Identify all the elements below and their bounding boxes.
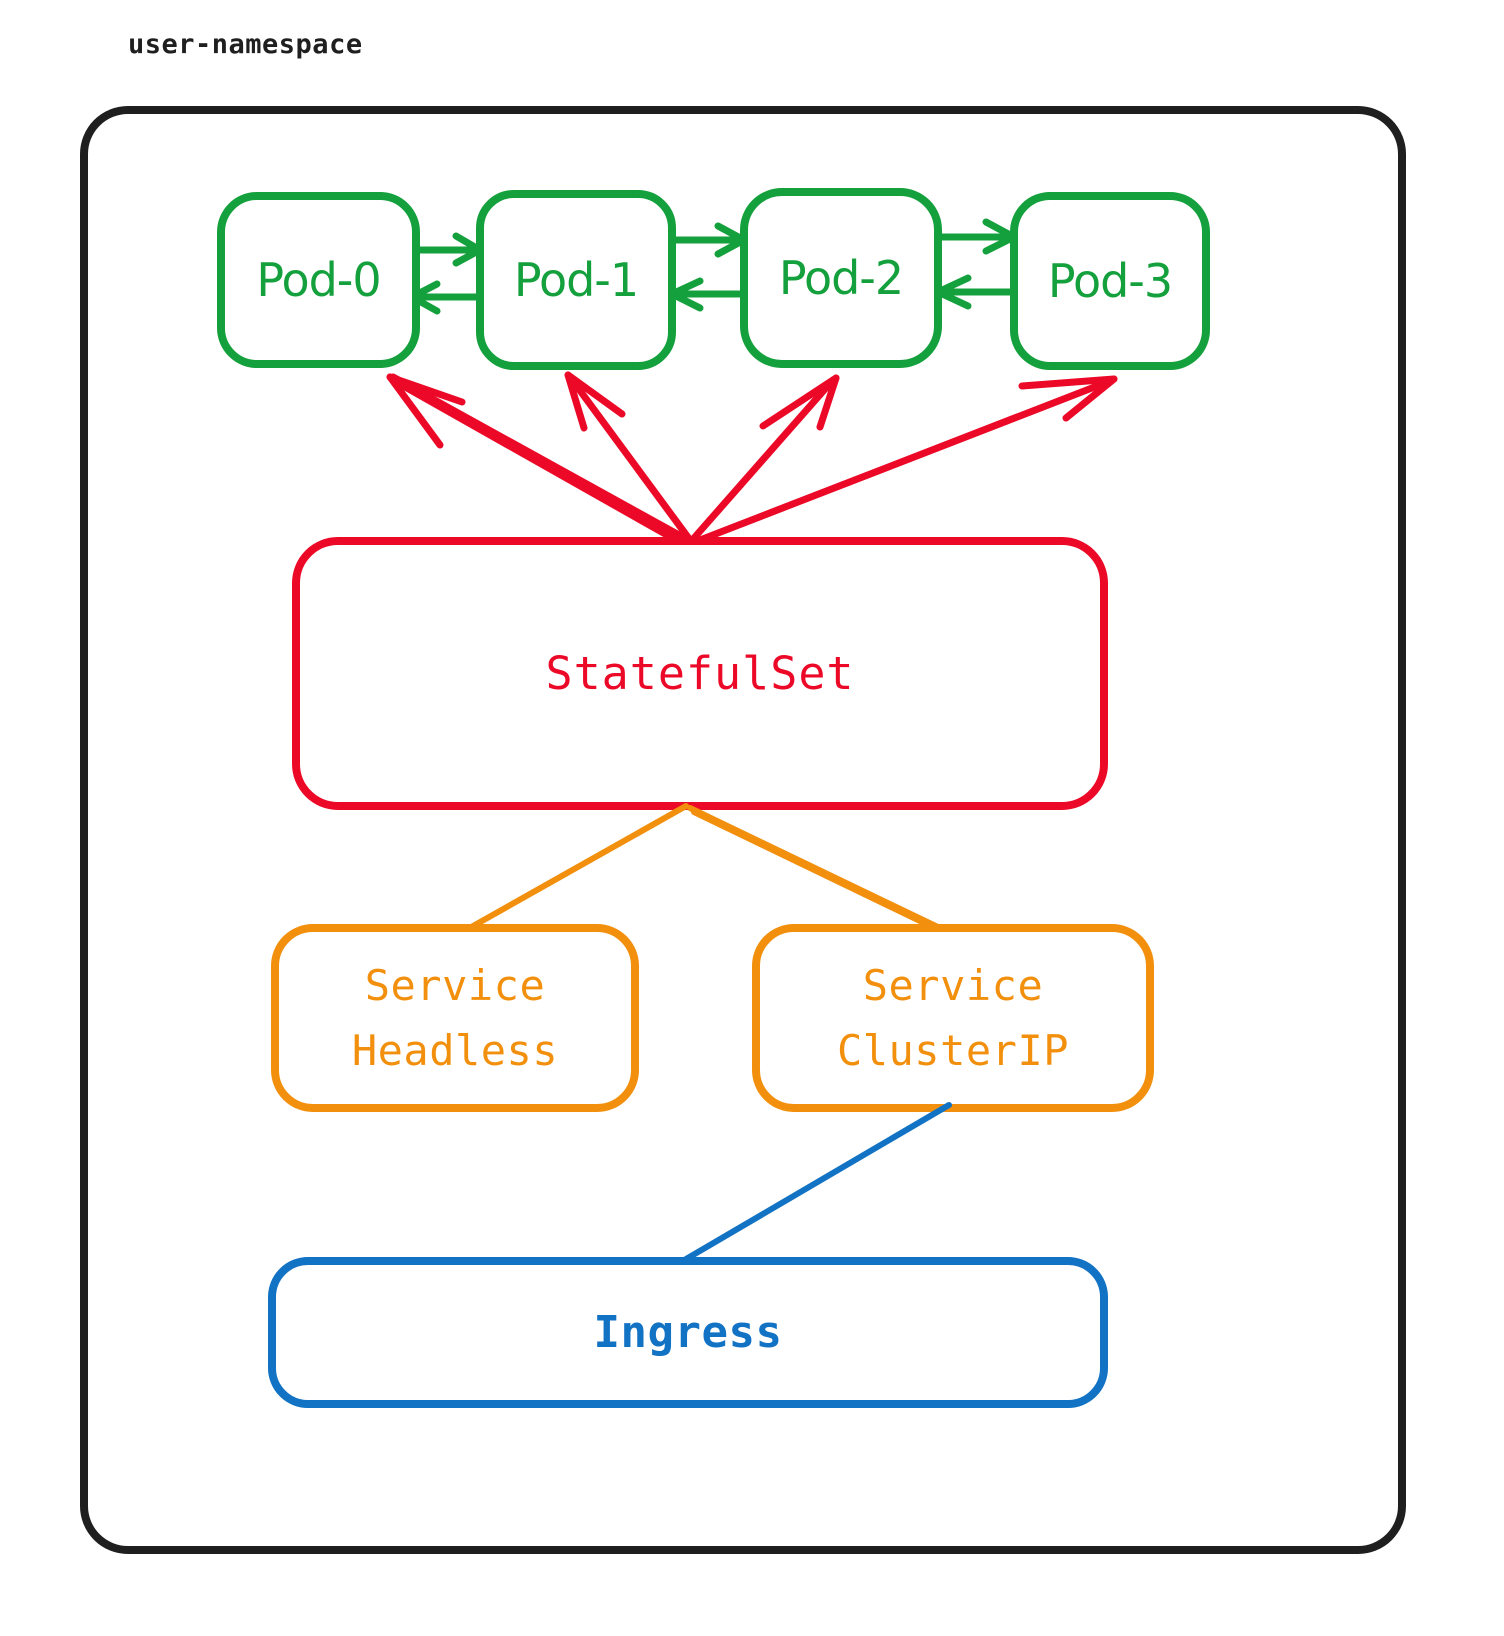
- namespace-container: [80, 106, 1406, 1554]
- service-headless-label: Service Headless: [275, 928, 635, 1108]
- service-clusterip-label-line1: Service: [862, 960, 1044, 1010]
- ingress-box[interactable]: [268, 1257, 1108, 1408]
- statefulset-box[interactable]: [292, 537, 1108, 810]
- statefulset-label: StatefulSet: [545, 647, 855, 700]
- pod-box-1[interactable]: [476, 190, 676, 370]
- pod-box-0[interactable]: [217, 192, 420, 368]
- clusterip-to-ingress-line: [678, 1102, 952, 1265]
- service-clusterip-label-line2: ClusterIP: [836, 1026, 1070, 1075]
- pod-box-3[interactable]: [1010, 192, 1210, 370]
- service-clusterip-box[interactable]: [752, 924, 1154, 1112]
- pod-label-2: Pod-2: [778, 251, 904, 305]
- pod-box-2[interactable]: [740, 188, 942, 368]
- statefulset-to-pods-arrows: [386, 371, 1118, 552]
- pod-label-0: Pod-0: [256, 253, 381, 307]
- service-headless-label-line2: Headless: [351, 1026, 559, 1075]
- pod-link-arrows: [404, 218, 1022, 315]
- pod-label-1: Pod-1: [513, 253, 639, 307]
- statefulset-to-services-lines: [463, 803, 952, 938]
- ingress-label: Ingress: [593, 1307, 783, 1358]
- service-headless-box[interactable]: [271, 924, 639, 1112]
- pod-label-3: Pod-3: [1047, 254, 1173, 308]
- namespace-title: user-namespace: [128, 29, 363, 60]
- service-headless-label-line1: Service: [364, 960, 546, 1010]
- service-clusterip-label: Service ClusterIP: [756, 928, 1150, 1108]
